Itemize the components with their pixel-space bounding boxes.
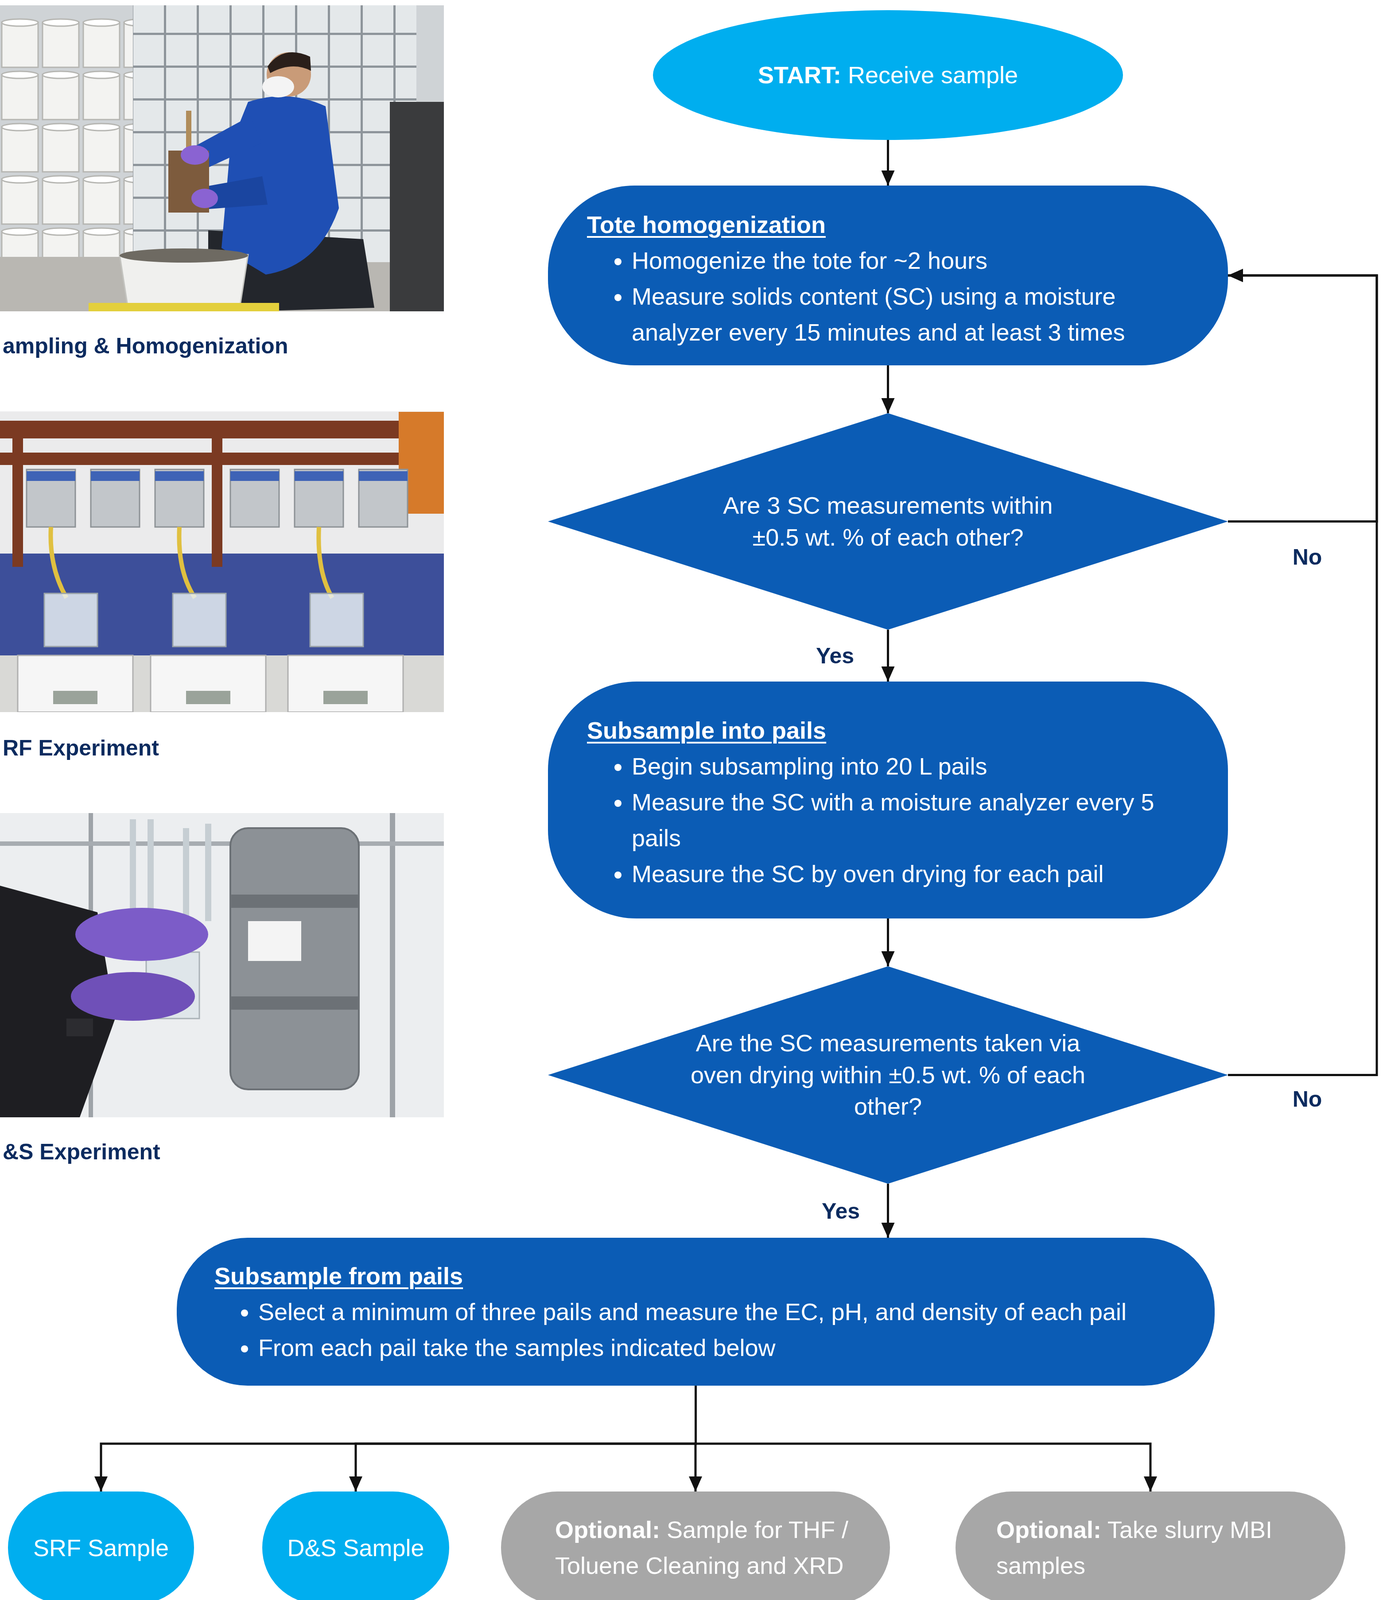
start-terminal: START: Receive sample <box>652 10 1123 140</box>
flow-arrow <box>101 1386 696 1492</box>
process-box: Subsample from pailsSelect a minimum of … <box>176 1238 1215 1387</box>
bullet-item: Measure solids content (SC) using a mois… <box>631 278 1202 351</box>
flow-arrow <box>886 139 890 186</box>
bold-prefix: Optional: <box>555 1516 661 1544</box>
face-mask <box>262 76 295 98</box>
glove <box>191 188 218 209</box>
optional-terminal: Optional: Sample for THF / Toluene Clean… <box>501 1491 890 1600</box>
glove <box>70 972 195 1022</box>
connector-group <box>101 139 1377 1492</box>
decision-diamond: Are the SC measurements taken via oven d… <box>547 966 1228 1185</box>
rack-post <box>211 420 223 568</box>
optional-terminal: Optional: Take slurry MBI samples <box>955 1491 1346 1600</box>
edge-label: No <box>1289 1086 1325 1113</box>
decision-text: Are the SC measurements taken via oven d… <box>675 1027 1101 1123</box>
support-rod <box>389 813 396 1118</box>
bench <box>0 655 444 713</box>
flow-arrow <box>355 1386 696 1492</box>
flow-arrow <box>886 365 890 414</box>
heating-jacket <box>230 828 359 1090</box>
flow-arrow <box>886 629 890 682</box>
scale-display <box>186 691 231 705</box>
flow-arrow <box>695 1386 1151 1492</box>
box-heading: Subsample from pails <box>214 1258 1180 1295</box>
box-heading: Subsample into pails <box>586 712 1202 749</box>
bullet-list: Homogenize the tote for ~2 hoursMeasure … <box>586 242 1202 351</box>
bold-prefix: START: <box>757 61 842 89</box>
glove <box>75 908 209 962</box>
photo-wall <box>0 411 444 713</box>
sample-terminal: D&S Sample <box>262 1491 450 1600</box>
terminal-text: SRF Sample <box>33 1530 169 1567</box>
bucket <box>119 254 249 312</box>
beaker <box>172 593 226 647</box>
flow-arrow <box>886 918 890 967</box>
process-box: Subsample into pailsBegin subsampling in… <box>547 681 1228 919</box>
jacket-tag <box>248 921 302 962</box>
rack-post <box>12 420 24 568</box>
watch <box>66 1018 94 1037</box>
blue-panel <box>0 553 444 656</box>
srf-photo <box>0 411 444 713</box>
lab-cart <box>389 101 444 312</box>
edge-label: Yes <box>813 642 857 670</box>
yellow-tray <box>88 303 280 312</box>
photo-caption: &S Experiment <box>2 1138 161 1166</box>
beaker <box>310 593 364 647</box>
scale-display <box>323 691 368 705</box>
diamond-shape <box>547 966 1228 1185</box>
terminal-text: D&S Sample <box>287 1530 424 1567</box>
bullet-item: Homogenize the tote for ~2 hours <box>631 242 1202 279</box>
photo-wall <box>0 813 444 1118</box>
bold-prefix: Optional: <box>996 1516 1102 1544</box>
ds-photo <box>0 813 444 1118</box>
diamond-shape <box>547 413 1228 630</box>
person-hair <box>267 52 311 74</box>
process-box: Tote homogenizationHomogenize the tote f… <box>547 185 1228 366</box>
jacket-strap <box>230 894 359 909</box>
diamond-outline <box>547 413 1228 630</box>
terminal-text: START: Receive sample <box>757 57 1018 94</box>
sampling-photo <box>0 5 444 312</box>
flow-arrow <box>886 1184 890 1239</box>
bullet-item: Begin subsampling into 20 L pails <box>631 748 1202 785</box>
bullet-item: Select a minimum of three pails and meas… <box>258 1294 1180 1331</box>
bullet-item: From each pail take the samples indicate… <box>258 1330 1180 1367</box>
support-rod <box>0 841 444 847</box>
bucket-stacks <box>0 17 133 257</box>
photo-caption: RF Experiment <box>2 734 160 762</box>
sample-terminal: SRF Sample <box>7 1491 195 1600</box>
bucket-contents <box>119 248 249 263</box>
box-heading: Tote homogenization <box>586 206 1202 243</box>
bullet-list: Select a minimum of three pails and meas… <box>214 1294 1180 1367</box>
terminal-text: Optional: Take slurry MBI samples <box>996 1512 1307 1585</box>
scale-display <box>53 691 98 705</box>
bullet-item: Measure the SC by oven drying for each p… <box>631 856 1202 893</box>
edge-label: No <box>1289 543 1325 571</box>
photo-caption: ampling & Homogenization <box>2 332 288 360</box>
coat-arm <box>208 176 268 210</box>
scale <box>287 655 404 713</box>
flow-arrow <box>1227 275 1377 522</box>
flow-arrow <box>1227 275 1377 1076</box>
jacket-strap <box>230 996 359 1011</box>
bullet-item: Measure the SC with a moisture analyzer … <box>631 784 1202 857</box>
blue-cloth <box>26 471 408 482</box>
edge-label: Yes <box>819 1198 863 1225</box>
scale <box>17 655 133 713</box>
text-run: Receive sample <box>841 61 1018 89</box>
scale <box>150 655 266 713</box>
bullet-list: Begin subsampling into 20 L pailsMeasure… <box>586 748 1202 893</box>
decision-text: Are 3 SC measurements within ±0.5 wt. % … <box>702 489 1075 554</box>
decision-diamond: Are 3 SC measurements within ±0.5 wt. % … <box>547 413 1228 630</box>
beaker <box>44 593 98 647</box>
yellow-tubing <box>50 527 333 599</box>
terminal-text: Optional: Sample for THF / Toluene Clean… <box>555 1512 875 1585</box>
glove <box>180 145 210 165</box>
